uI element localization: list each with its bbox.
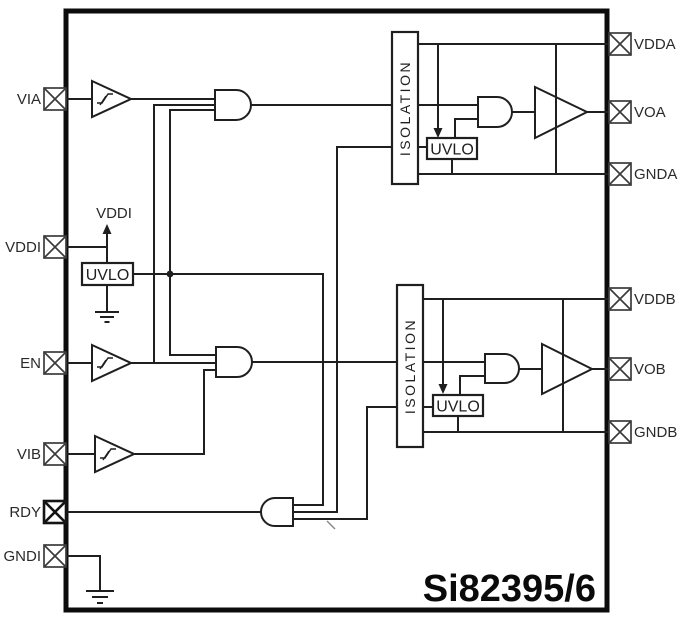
schmitt-buffer-en: [91, 343, 134, 383]
wire-gndi: [66, 555, 101, 591]
ground-symbol-uvlo: [95, 311, 119, 323]
pin-vddi: VDDI: [5, 235, 67, 259]
pin-x-icon: [608, 287, 632, 311]
driver-a-triangle: [534, 85, 590, 140]
uvlo-b-block: UVLO: [431, 393, 485, 418]
isolation-b-label: ISOLATION: [402, 318, 418, 414]
pin-x-icon: [43, 544, 67, 568]
pin-x-icon: [43, 442, 67, 466]
wire-isoA-status-to-rdy: [293, 146, 392, 513]
uvlo-b-box: [431, 393, 485, 418]
isolation-b-block: ISOLATION: [395, 283, 425, 449]
pin-voa: VOA: [608, 100, 666, 124]
uvlo-a-down-arrow-icon: [433, 128, 443, 138]
pin-label-gndb: GNDB: [634, 424, 677, 441]
ground-symbol-gndi: [86, 590, 114, 604]
vddi-up-arrow-icon: [102, 224, 112, 234]
pin-x-icon: [43, 235, 67, 259]
and-gate-channel-a: [214, 89, 252, 121]
and-gate-output-b: [484, 353, 520, 384]
earth-ground-icon: [86, 590, 114, 604]
pin-x-icon: [608, 420, 632, 444]
uvlo-input-label: UVLO: [86, 267, 130, 284]
uvlo-input-box: [80, 261, 135, 287]
pin-en: EN: [20, 351, 67, 375]
wire-isoB-status-to-rdy: [293, 406, 397, 520]
pin-x-icon: [608, 357, 632, 381]
pin-x-icon: [608, 32, 632, 56]
pin-label-vddi: VDDI: [5, 239, 41, 256]
pin-label-vddb: VDDB: [634, 291, 676, 308]
buffer-triangle: [94, 434, 137, 474]
pin-x-icon: [43, 87, 67, 111]
vddi-net-label: VDDI: [96, 205, 132, 222]
hysteresis-icon: [97, 357, 113, 370]
pin-vib: VIB: [17, 442, 67, 466]
isolation-b-box: [395, 283, 425, 449]
isolation-a-box: [390, 30, 420, 186]
isolation-a-label: ISOLATION: [397, 60, 413, 156]
wire-uvlo-riser: [169, 109, 216, 356]
buffer-triangle: [91, 79, 134, 119]
part-number: Si82395/6: [423, 568, 596, 610]
wire-uvloI-to-rdy: [133, 273, 324, 506]
pin-via: VIA: [17, 87, 67, 111]
wire-uvloA-out: [454, 118, 478, 138]
pin-rdy: RDY: [9, 499, 68, 525]
pin-label-vdda: VDDA: [634, 36, 676, 53]
hysteresis-icon: [97, 93, 113, 106]
pin-x-icon: [43, 500, 67, 524]
pin-label-rdy: RDY: [9, 504, 41, 521]
pin-label-vob: VOB: [634, 361, 666, 378]
uvlo-b-label: UVLO: [436, 399, 480, 416]
uvlo-b-down-arrow-icon: [438, 384, 448, 394]
wire-uvloB-out: [459, 375, 485, 395]
pin-label-gndi: GNDI: [4, 548, 42, 565]
hysteresis-icon: [100, 448, 116, 461]
uvlo-a-label: UVLO: [430, 142, 474, 159]
isolation-a-block: ISOLATION: [390, 30, 420, 186]
pin-label-voa: VOA: [634, 104, 666, 121]
wire-en-riser-to-andA: [153, 104, 215, 363]
and-gate-output-a: [477, 96, 513, 128]
pin-x-icon: [608, 162, 632, 186]
uvlo-a-box: [425, 136, 479, 161]
pin-vob: VOB: [608, 357, 666, 381]
driver-b-triangle: [541, 342, 595, 396]
stray-mark: [326, 520, 336, 530]
and-gate-channel-b: [215, 346, 253, 378]
uvlo-a-block: UVLO: [425, 136, 479, 161]
buffer-triangle: [91, 343, 134, 383]
pin-gnda: GNDA: [608, 162, 677, 186]
pin-vdda: VDDA: [608, 32, 676, 56]
earth-ground-icon: [95, 311, 119, 323]
chip-outline: [63, 8, 610, 613]
junction-dot: [166, 270, 174, 278]
uvlo-input-block: UVLO: [80, 261, 135, 287]
pin-label-en: EN: [20, 355, 41, 372]
pin-label-gnda: GNDA: [634, 166, 677, 183]
and-gate-rdy: [260, 497, 294, 527]
schmitt-buffer-via: [91, 79, 134, 119]
wire-vibbuffer-to-gate: [134, 369, 216, 455]
pin-vddb: VDDB: [608, 287, 676, 311]
wires: [66, 43, 609, 591]
pin-label-via: VIA: [17, 91, 41, 108]
pin-gndi: GNDI: [4, 544, 67, 568]
pin-label-vib: VIB: [17, 446, 41, 463]
pin-gndb: GNDB: [608, 420, 677, 444]
pin-x-icon: [608, 100, 632, 124]
schmitt-buffer-vib: [94, 434, 137, 474]
pin-x-icon: [43, 351, 67, 375]
